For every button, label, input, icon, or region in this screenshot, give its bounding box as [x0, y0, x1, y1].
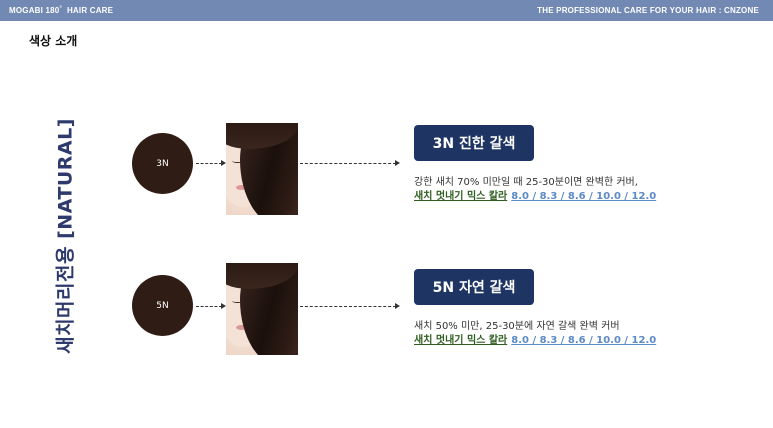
color-name-badge: 5N 자연 갈색 — [414, 269, 534, 305]
color-name-badge: 3N 진한 갈색 — [414, 125, 534, 161]
color-description: 강한 새치 70% 미만일 때 25-30분이면 완벽한 커버, — [414, 177, 638, 188]
mix-color-label: 새치 멋내기 믹스 칼라 — [414, 335, 508, 346]
dashed-arrow-icon — [300, 303, 400, 309]
mix-color-label: 새치 멋내기 믹스 칼라 — [414, 191, 508, 202]
dashed-arrow-icon — [196, 303, 226, 309]
model-hair-photo — [226, 123, 298, 215]
model-hair-photo — [226, 263, 298, 355]
brand-title: MOGABI 180° HAIR CARE — [9, 6, 114, 15]
color-row-3n: 3N 3N 진한 갈색 강한 새치 70% 미만일 때 25-30분이면 완벽한… — [0, 120, 773, 220]
header-tagline: THE PROFESSIONAL CARE FOR YOUR HAIR : CN… — [537, 6, 759, 15]
color-row-5n: 5N 5N 자연 갈색 새치 50% 미만, 25-30분에 자연 갈색 완벽 … — [0, 262, 773, 362]
dashed-arrow-icon — [196, 160, 226, 166]
mix-color-values[interactable]: 8.0 / 8.3 / 8.6 / 10.0 / 12.0 — [511, 191, 657, 202]
color-description: 새치 50% 미만, 25-30분에 자연 갈색 완벽 커버 — [414, 321, 620, 332]
section-title: 색상 소개 — [29, 34, 78, 48]
dashed-arrow-icon — [300, 160, 400, 166]
mix-color-values[interactable]: 8.0 / 8.3 / 8.6 / 10.0 / 12.0 — [511, 335, 657, 346]
header-bar: MOGABI 180° HAIR CARE THE PROFESSIONAL C… — [0, 0, 773, 21]
color-swatch: 3N — [132, 133, 193, 194]
color-swatch: 5N — [132, 275, 193, 336]
swatch-label: 3N — [156, 158, 169, 169]
swatch-label: 5N — [156, 300, 169, 311]
